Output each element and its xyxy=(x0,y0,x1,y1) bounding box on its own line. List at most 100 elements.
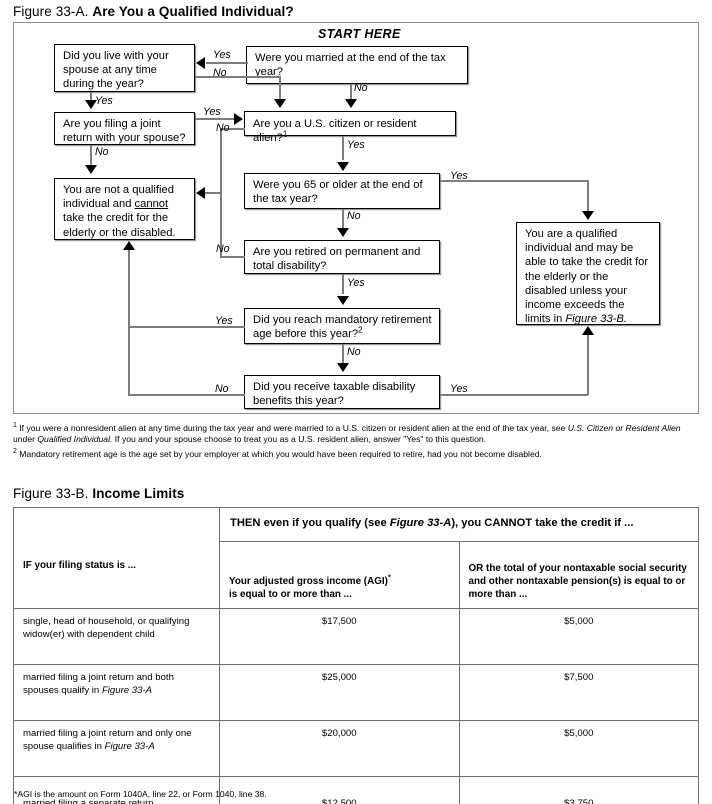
node-not-qualified: You are not a qualified individual and c… xyxy=(54,178,195,240)
edge-joint-no-arrow xyxy=(85,165,97,174)
table-row-2-status: married filing a joint return and only o… xyxy=(13,720,220,777)
table-col3-header-cell: OR the total of your nontaxable social s… xyxy=(458,541,699,609)
edge-mandatory-no-arrow xyxy=(337,363,349,372)
edge-age65-yes-arrow xyxy=(582,211,594,220)
flowchart: START HERE Were you married at the end o… xyxy=(54,27,660,409)
edge-age65-no-arrow xyxy=(337,228,349,237)
edge-label-married-no: No xyxy=(354,82,368,94)
edge-joint-no-line xyxy=(90,145,92,167)
table-row-0-status: single, head of household, or qualifying… xyxy=(13,608,220,665)
node-live-with-spouse-text: Did you live with your spouse at any tim… xyxy=(63,50,169,91)
node-taxable-disability-benefits: Did you receive taxable disability benef… xyxy=(244,375,440,409)
footnote-2-marker: 2 xyxy=(13,448,17,456)
table-row-3-nontaxable-value: $3,750 xyxy=(564,798,594,804)
node-us-citizen-text: Are you a U.S. citizen or resident alien… xyxy=(253,118,417,145)
table-row-3-agi-value: $12,500 xyxy=(321,798,357,804)
footnote-2-body: Mandatory retirement age is the age set … xyxy=(19,449,542,459)
node-taxable-disability-text: Did you receive taxable disability benef… xyxy=(253,381,416,408)
table-col2-header-line1: Your adjusted gross income (AGI) xyxy=(229,576,388,587)
node-married-text: Were you married at the end of the tax y… xyxy=(255,52,446,79)
not-qualified-emphasis: cannot xyxy=(134,198,169,211)
footnote-2: 2 Mandatory retirement age is the age se… xyxy=(13,448,699,460)
node-filing-joint-return: Are you filing a joint return with your … xyxy=(54,112,195,145)
edge-disability-yes-line-h xyxy=(440,394,588,396)
edge-label-live-no: No xyxy=(213,67,227,79)
edge-joint-yes-arrow xyxy=(234,113,243,125)
table-col3-header: OR the total of your nontaxable social s… xyxy=(468,563,687,600)
edge-label-joint-yes: Yes xyxy=(203,106,221,118)
table-col2-header-cell: Your adjusted gross income (AGI)* is equ… xyxy=(219,541,460,609)
edge-label-age65-no: No xyxy=(347,210,361,222)
table-row-1-nontaxable: $7,500 xyxy=(458,664,699,721)
edge-label-joint-no: No xyxy=(95,146,109,158)
edge-retired-no-line xyxy=(220,256,245,258)
edge-label-age65-yes: Yes xyxy=(450,170,468,182)
edge-label-retired-yes: Yes xyxy=(347,277,365,289)
table-header-row-1: IF your filing status is ... THEN even i… xyxy=(13,507,699,609)
table-col1-header-cell: IF your filing status is ... xyxy=(13,507,220,609)
table-col2-header-asterisk: * xyxy=(387,574,391,582)
edge-left-spine-lower xyxy=(128,326,130,395)
table-row-2-nontaxable: $5,000 xyxy=(458,720,699,777)
table-footnote: *AGI is the amount on Form 1040A, line 2… xyxy=(14,789,267,799)
edge-age65-no-line xyxy=(342,209,344,229)
edge-label-mandatory-no: No xyxy=(347,346,361,358)
node-mandatory-retirement-age: Did you reach mandatory retirement age b… xyxy=(244,308,440,344)
table-row-2-status-text: married filing a joint return and only o… xyxy=(23,728,192,752)
node-filing-joint-return-text: Are you filing a joint return with your … xyxy=(63,118,186,145)
edge-married-yes-arrow xyxy=(196,57,205,69)
edge-label-married-yes: Yes xyxy=(213,49,231,61)
footnote-marker-2: 2 xyxy=(358,325,363,335)
edge-live-no-line-h xyxy=(195,76,281,78)
table-span-header-pre: THEN even if you qualify (see xyxy=(230,517,390,529)
edge-label-retired-no: No xyxy=(216,243,230,255)
table-row-3-nontaxable: $3,750 xyxy=(458,776,699,804)
edge-left-spine-upper xyxy=(128,250,130,326)
table-row: married filing a separate return $12,500… xyxy=(13,776,699,804)
edge-married-no-line xyxy=(350,85,352,103)
edge-mandatory-yes-line-h xyxy=(128,326,245,328)
table-row-2-agi: $20,000 xyxy=(219,720,460,777)
edge-label-mandatory-yes: Yes xyxy=(215,315,233,327)
footnote-1-marker: 1 xyxy=(13,422,17,430)
footnote-1-body: If you were a nonresident alien at any t… xyxy=(13,423,681,444)
edge-disability-yes-line-v xyxy=(587,335,589,395)
table-span-header-post: ), you CANNOT take the credit if ... xyxy=(451,517,634,529)
figure-a-title: Figure 33-A. Are You a Qualified Individ… xyxy=(13,4,294,19)
table-span-header-figref: Figure 33-A xyxy=(389,517,452,529)
table-row-1-agi: $25,000 xyxy=(219,664,460,721)
figure-b-label: Figure 33-B. xyxy=(13,486,89,501)
table-row-1-status-figref: Figure 33-A xyxy=(101,684,153,696)
node-mandatory-retirement-text: Did you reach mandatory retirement age b… xyxy=(253,314,432,341)
edge-live-yes-arrow xyxy=(85,100,97,109)
table-row-3-status: married filing a separate return xyxy=(13,776,220,804)
edge-citizen-yes-line xyxy=(342,136,344,160)
edge-age65-yes-line-v xyxy=(587,180,589,213)
edge-live-yes-line xyxy=(90,92,92,102)
edge-live-no-line-v xyxy=(279,76,281,103)
edge-label-disability-yes: Yes xyxy=(450,383,468,395)
node-qualified-individual: You are a qualified individual and may b… xyxy=(516,222,660,325)
edge-label-live-yes: Yes xyxy=(95,95,113,107)
edge-left-spine-arrow xyxy=(123,241,135,250)
footnote-1: 1 If you were a nonresident alien at any… xyxy=(13,422,699,445)
figure-b-title: Figure 33-B. Income Limits xyxy=(13,486,184,501)
table-row-0-agi: $17,500 xyxy=(219,608,460,665)
figure-a-label: Figure 33-A. xyxy=(13,4,89,19)
qualified-figure-reference: Figure 33-B. xyxy=(565,313,627,326)
income-limits-table: IF your filing status is ... THEN even i… xyxy=(13,507,699,804)
figure-a-heading: Are You a Qualified Individual? xyxy=(92,4,294,19)
edge-retired-yes-arrow xyxy=(337,296,349,305)
table-col1-header: IF your filing status is ... xyxy=(23,560,137,571)
node-us-citizen: Are you a U.S. citizen or resident alien… xyxy=(244,111,456,144)
edge-spine-to-notqualified xyxy=(205,192,221,194)
table-row: married filing a joint return and only o… xyxy=(13,720,699,777)
node-retired-permanent-total-disability: Are you retired on permanent and total d… xyxy=(244,240,440,274)
node-age-65-text: Were you 65 or older at the end of the t… xyxy=(253,179,423,206)
edge-disability-no-line-h xyxy=(128,394,245,396)
edge-live-no-arrow xyxy=(274,99,286,108)
edge-label-disability-no: No xyxy=(215,383,229,395)
not-qualified-text-1: You are not a qualified individual and xyxy=(63,184,174,211)
table-col2-header-line2: is equal to or more than ... xyxy=(229,589,352,600)
edge-citizen-no-line-h xyxy=(220,128,245,130)
